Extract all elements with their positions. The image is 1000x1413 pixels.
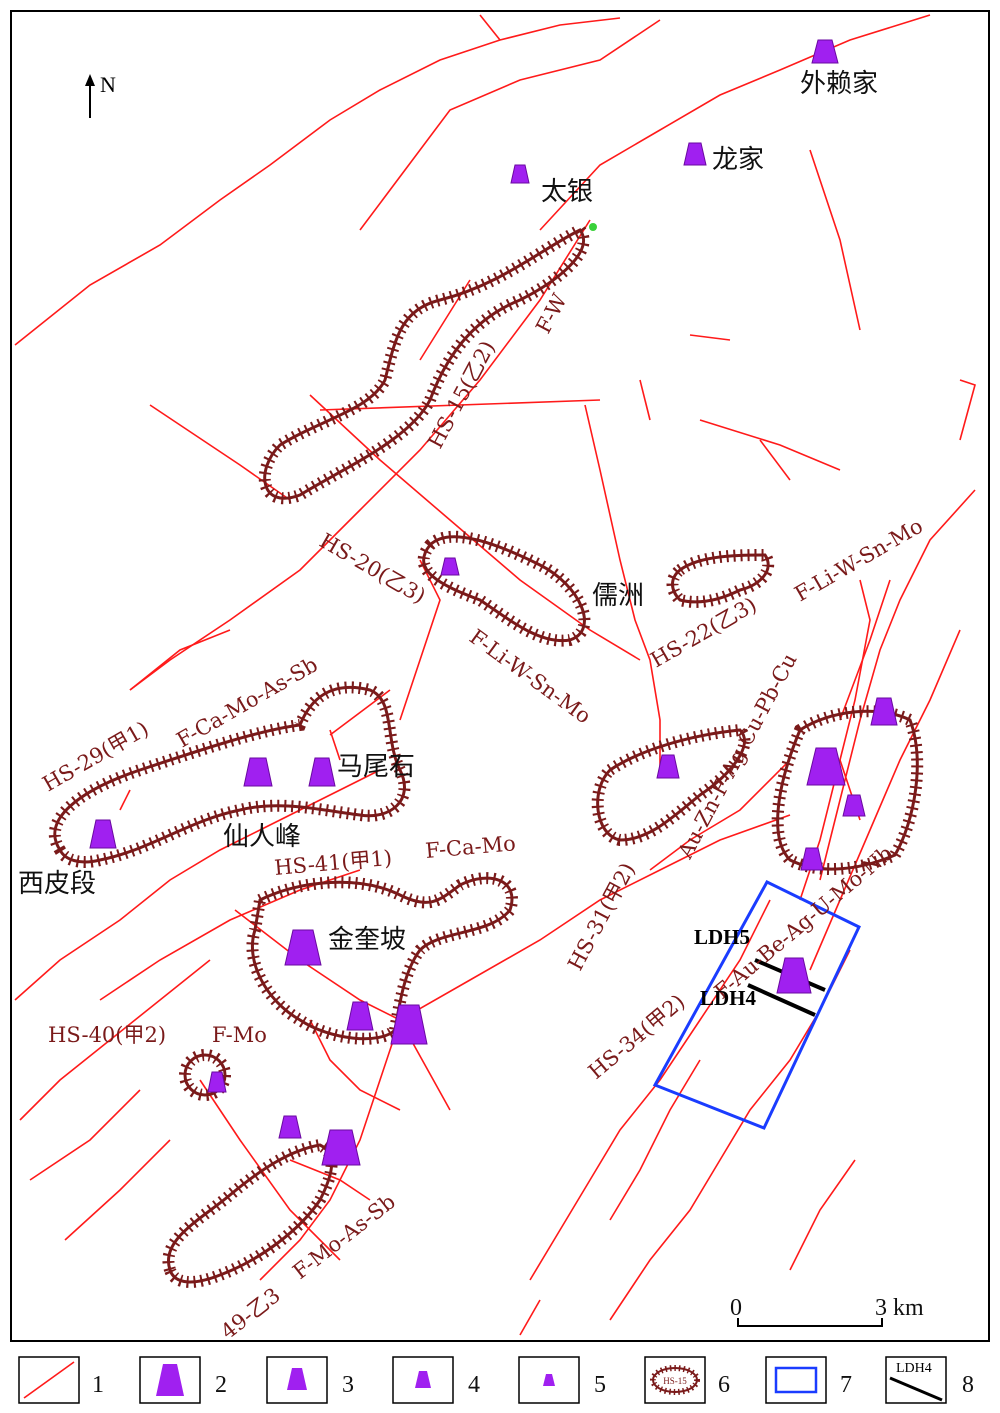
zone-hs22-outline	[666, 548, 775, 608]
scale-bar: 0 3 km	[730, 1295, 924, 1327]
zone-hs40-code: HS-40(甲2)	[48, 1023, 166, 1047]
deposit-medium	[683, 142, 707, 166]
legend-item-fault: 1	[18, 1356, 104, 1404]
legend-label-6: 6	[718, 1372, 730, 1398]
deposit-large	[346, 1001, 374, 1031]
deposit-large	[308, 757, 336, 787]
legend-label-8: 8	[962, 1372, 974, 1398]
deposit-medium	[800, 847, 824, 871]
deposits	[89, 39, 898, 1166]
place-names: 外赖家 龙家 太银 儒洲 马尾石 仙人峰 西皮段 金奎坡	[18, 69, 878, 955]
place-ruzhou: 儒洲	[592, 581, 644, 611]
zone-hs29-outline	[48, 681, 411, 868]
deposit-xl	[806, 747, 846, 786]
legend-item-ldh-line: LDH4 8	[885, 1356, 974, 1404]
place-jinkuipo: 金奎坡	[328, 925, 406, 955]
legend-item-deposit-xl: 2	[139, 1356, 227, 1404]
deposit-large	[89, 819, 117, 849]
deposit-small	[510, 164, 530, 184]
place-xipiduan: 西皮段	[18, 869, 96, 899]
legend-item-anomaly-zone: HS-15 6	[644, 1356, 730, 1404]
deposit-large	[811, 39, 839, 64]
legend-item-deposit-small: 5	[518, 1356, 606, 1404]
legend: 1 2 3 4 5 HS-15	[18, 1356, 974, 1404]
scale-start: 0	[730, 1295, 742, 1321]
place-maweishi: 马尾石	[337, 752, 415, 782]
north-label: N	[100, 72, 116, 97]
scale-end: 3 km	[875, 1295, 924, 1321]
legend-label-1: 1	[92, 1372, 104, 1398]
zone-hs40-outline	[179, 1049, 231, 1101]
deposit-xl	[776, 957, 812, 994]
zone-hs15-outline	[258, 222, 590, 505]
deposit-xl	[321, 1129, 361, 1166]
marker-point	[589, 223, 597, 231]
ldh5-label: LDH5	[694, 925, 750, 949]
legend-label-7: 7	[840, 1372, 852, 1398]
deposit-large	[870, 697, 898, 726]
zone-hs20-outline	[417, 530, 591, 647]
deposit-large	[243, 757, 273, 787]
zone-hs41-outline	[246, 872, 518, 1045]
place-waiqiaojia: 外赖家	[800, 69, 878, 99]
place-taiyin: 太银	[541, 177, 593, 207]
ldh4-line	[747, 983, 816, 1017]
zone-hs31-outline	[591, 723, 751, 847]
north-arrow: N	[85, 72, 116, 118]
ldh-labels: LDH5 LDH4	[694, 925, 757, 1010]
deposit-medium	[656, 754, 680, 779]
legend-item-deposit-medium: 4	[392, 1356, 480, 1404]
deposit-xl	[284, 929, 322, 966]
deposit-xl	[390, 1004, 428, 1045]
legend-label-3: 3	[342, 1372, 354, 1398]
legend-item-study-box: 7	[765, 1356, 852, 1404]
legend-item-deposit-large: 3	[266, 1356, 354, 1404]
map-frame	[10, 10, 990, 1342]
legend-label-4: 4	[468, 1372, 480, 1398]
legend-sample-hs15: HS-15	[663, 1376, 687, 1386]
deposit-small	[440, 557, 460, 576]
deposit-medium	[278, 1115, 302, 1139]
place-longjia: 龙家	[712, 145, 764, 175]
legend-label-5: 5	[594, 1372, 606, 1398]
ldh4-label: LDH4	[700, 986, 757, 1010]
legend-label-2: 2	[215, 1372, 227, 1398]
deposit-medium	[842, 794, 866, 817]
study-area-box	[652, 880, 861, 1130]
zone-hs40-elements: F-Mo	[212, 1023, 267, 1047]
place-xianrenfeng: 仙人峰	[223, 822, 301, 852]
legend-sample-ldh4: LDH4	[896, 1361, 932, 1376]
deposit-medium	[207, 1071, 227, 1093]
